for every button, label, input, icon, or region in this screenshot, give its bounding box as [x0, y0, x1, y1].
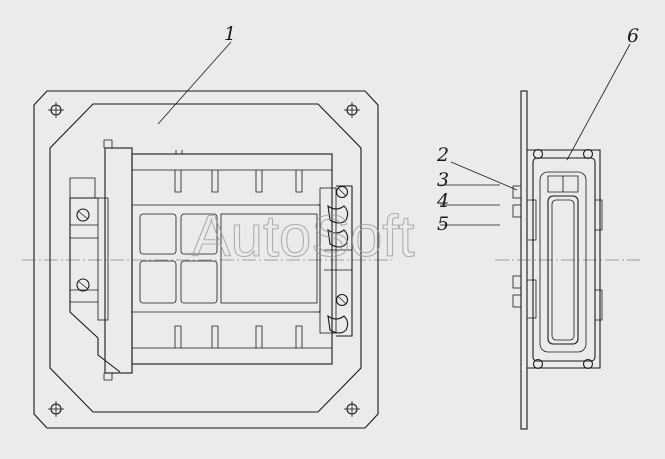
gasket-inner	[49, 103, 362, 413]
mounting-plate-outer	[33, 90, 379, 429]
callout-5: 5	[437, 213, 449, 235]
callout-4: 4	[436, 190, 449, 212]
watermark: AutoSoft	[192, 204, 414, 269]
left-flange	[69, 139, 133, 381]
callout-1: 1	[224, 23, 236, 45]
leader-lines	[157, 41, 631, 226]
callout-6: 6	[627, 25, 639, 47]
front-view	[22, 90, 392, 429]
right-terminals	[319, 185, 353, 337]
side-housing	[527, 149, 601, 369]
corner-holes	[48, 102, 360, 417]
side-view	[495, 90, 640, 430]
callout-2: 2	[436, 144, 449, 166]
callout-3: 3	[437, 169, 449, 191]
module-body	[131, 150, 333, 365]
